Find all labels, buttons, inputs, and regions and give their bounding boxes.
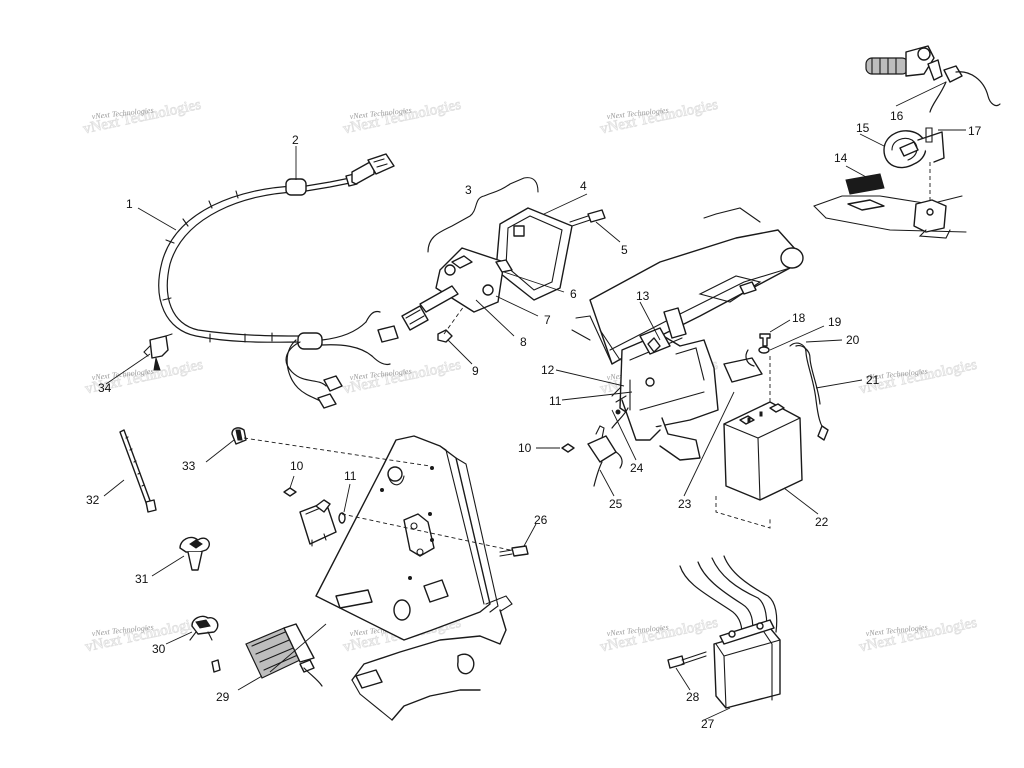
- horn-bracket: [917, 131, 945, 163]
- battery-hold-pad: [723, 357, 763, 383]
- loose-parts-left: [119, 333, 323, 687]
- harness-wraps: [162, 190, 273, 343]
- callout-32: 32: [86, 493, 100, 507]
- callout-12: 12: [541, 363, 555, 377]
- callout-11b: 11: [549, 394, 562, 408]
- nut: [283, 487, 297, 497]
- battery-cable: [789, 342, 827, 433]
- callout-10b: 10: [518, 441, 532, 455]
- wire-clip: [149, 335, 169, 359]
- callout-22: 22: [815, 515, 829, 529]
- callout-23: 23: [678, 497, 692, 511]
- callout-8: 8: [520, 335, 527, 349]
- callout-6: 6: [570, 287, 577, 301]
- handlebar-horn-area: [813, 45, 1001, 239]
- callout-15: 15: [856, 121, 870, 135]
- callout-2: 2: [292, 133, 299, 147]
- callout-24: 24: [630, 461, 644, 475]
- callout-31: 31: [135, 572, 149, 586]
- decal: [845, 173, 885, 195]
- callout-18: 18: [792, 311, 806, 325]
- mounting-panel: [243, 435, 529, 721]
- bracket-brace: [427, 177, 539, 253]
- lower-frame: [351, 609, 507, 681]
- callout-7: 7: [544, 313, 551, 327]
- callout-10: 10: [290, 459, 304, 473]
- callout-29: 29: [216, 690, 230, 704]
- callout-33: 33: [182, 459, 196, 473]
- harness-connector: [367, 153, 395, 175]
- taillight-connector: [401, 305, 429, 331]
- screw: [587, 209, 606, 223]
- callout-27: 27: [701, 717, 715, 731]
- callout-16: 16: [890, 109, 904, 123]
- callout-9: 9: [472, 364, 479, 378]
- bolt: [511, 545, 529, 557]
- screw: [211, 659, 221, 673]
- nut: [437, 329, 453, 343]
- callout-13: 13: [636, 289, 650, 303]
- leader-lines: [103, 81, 966, 721]
- callout-26: 26: [534, 513, 548, 527]
- taillight-housing: [435, 247, 505, 313]
- callout-30: 30: [152, 642, 166, 656]
- callout-21: 21: [866, 373, 880, 387]
- harness-grommet: [285, 178, 307, 196]
- screw: [667, 655, 685, 669]
- washer: [758, 346, 770, 354]
- callout-20: 20: [846, 333, 860, 347]
- taillight-lens: [495, 207, 573, 301]
- callout-1: 1: [126, 197, 133, 211]
- frame-battery-area: [561, 207, 829, 529]
- starter-relay: [587, 435, 617, 463]
- panel-cutout: [423, 579, 449, 603]
- callout-17: 17: [968, 124, 982, 138]
- wiring-harness: [158, 153, 399, 409]
- nut: [561, 443, 575, 453]
- watermark-layer: vNext Technologies vNext Technologies vN…: [81, 96, 979, 655]
- washer: [338, 512, 346, 524]
- panel-label: [335, 589, 373, 609]
- cdi-wire: [679, 565, 743, 635]
- harness-connector: [377, 325, 399, 343]
- callout-3: 3: [465, 183, 472, 197]
- cdi-box-area: [667, 555, 781, 709]
- cable-tie: [119, 429, 153, 509]
- callout-25: 25: [609, 497, 623, 511]
- callout-numbers: 1 2 3 4 5 6 7 8 9 10 10 11 11 12 13 14 1…: [86, 109, 982, 731]
- callout-28: 28: [686, 690, 700, 704]
- callout-19: 19: [828, 315, 842, 329]
- battery: [723, 401, 803, 501]
- callout-5: 5: [621, 243, 628, 257]
- frame-panel: [813, 195, 963, 207]
- callout-14: 14: [834, 151, 848, 165]
- taillight-bulb-socket: [419, 285, 459, 313]
- callout-34: 34: [98, 381, 112, 395]
- harness-grommet: [297, 332, 323, 350]
- taillight-assembly: [401, 177, 606, 343]
- screw: [759, 333, 771, 347]
- callout-11: 11: [344, 469, 357, 483]
- callout-4: 4: [580, 179, 587, 193]
